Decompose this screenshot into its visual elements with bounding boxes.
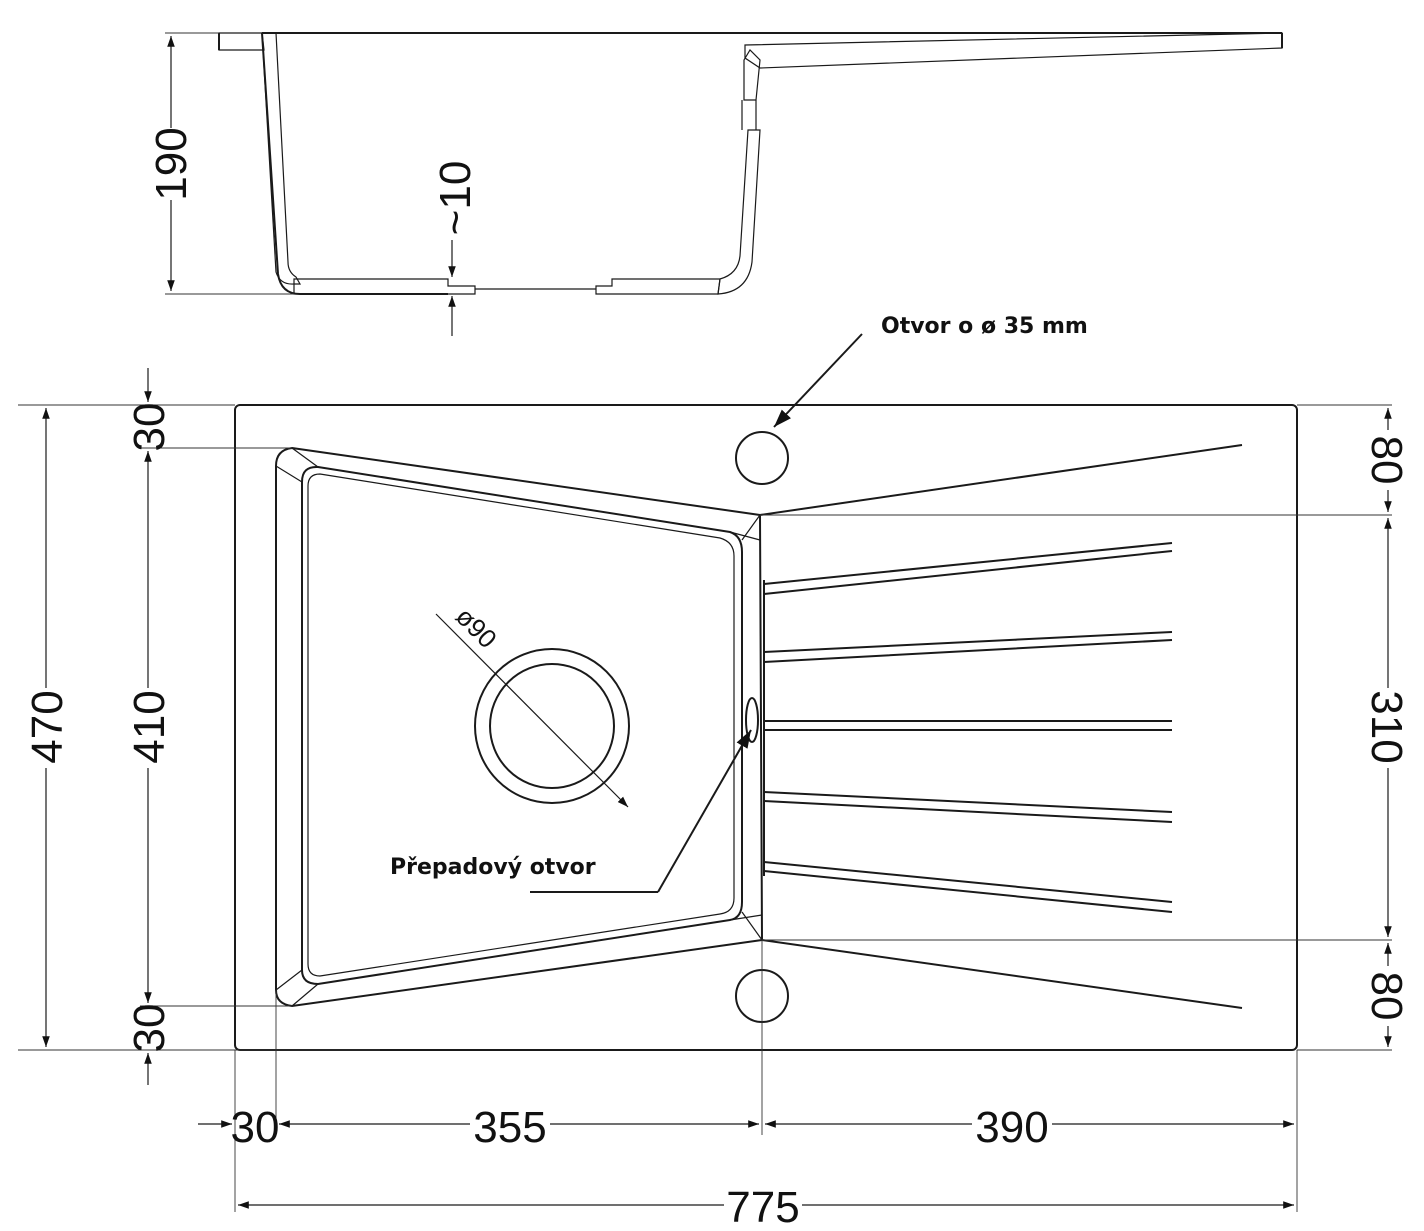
dim-rim-top: 30: [125, 403, 174, 452]
dim-rim-bottom: 30: [125, 1004, 174, 1053]
dim-bottom-thickness: ~10: [431, 161, 480, 236]
dim-bowl-width: 355: [473, 1103, 546, 1152]
dim-drainer-mid: 310: [1362, 690, 1411, 763]
dim-drainer-width: 390: [975, 1103, 1048, 1152]
tap-hole-label: Otvor o ø 35 mm: [881, 314, 1088, 339]
drain-diameter-label: ø90: [450, 601, 503, 654]
dim-drainer-top: 80: [1362, 436, 1411, 485]
dim-total-width: 775: [726, 1183, 799, 1231]
drain-inner: [489, 663, 615, 789]
dim-total-depth: 470: [23, 690, 72, 763]
dimensions: 470 410 30 30 80 310 80 30 355 390: [18, 368, 1411, 1231]
overflow-hole: [745, 697, 759, 743]
drain-outer: [474, 648, 630, 804]
dim-left-rim: 30: [231, 1103, 280, 1152]
dim-bowl-depth: 410: [125, 690, 174, 763]
dim-depth-190: 190: [147, 127, 196, 200]
overflow-label: Přepadový otvor: [390, 855, 596, 880]
drainer-grooves: [763, 542, 1173, 913]
tap-hole-top: [735, 431, 789, 485]
dim-drainer-bottom: 80: [1362, 972, 1411, 1021]
section-view: 190 ~10: [147, 32, 1283, 336]
